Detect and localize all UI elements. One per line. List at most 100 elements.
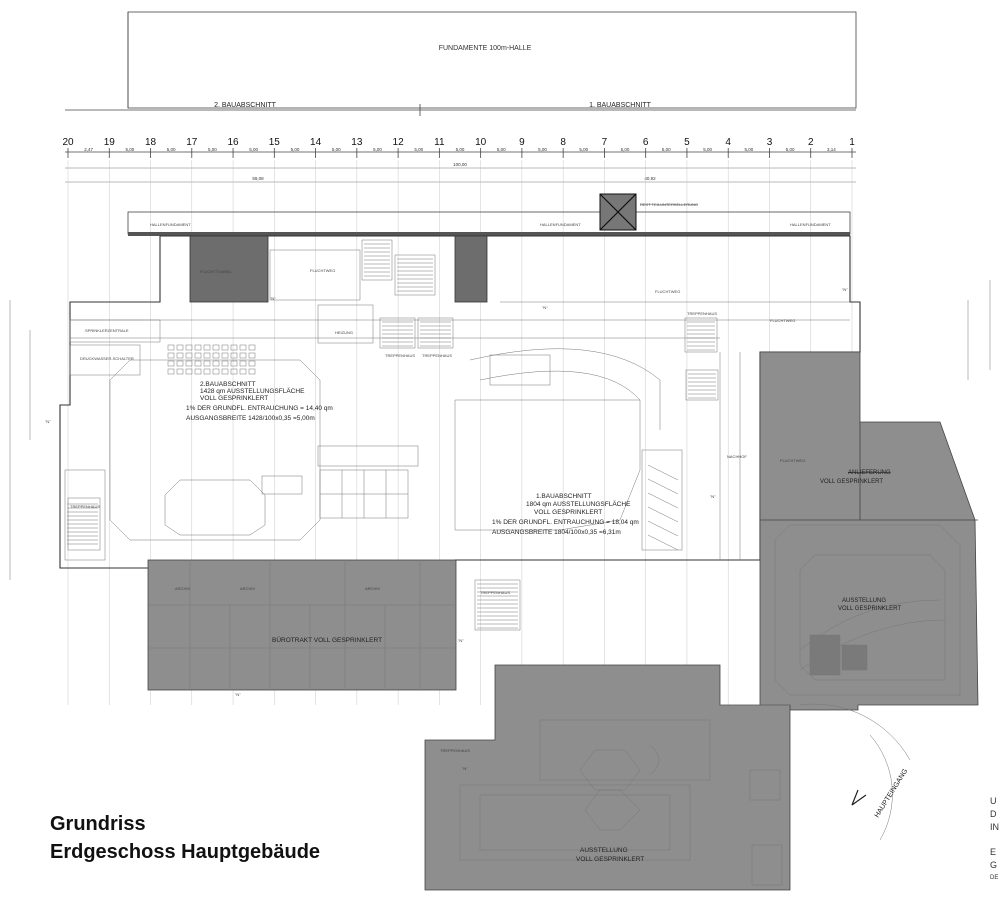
axis-label-15: 15 xyxy=(269,137,281,148)
ausstellung-bottom-label: AUSSTELLUNG xyxy=(580,847,628,854)
edge-note-4: E xyxy=(990,847,997,857)
axis-dim: 2,47 xyxy=(84,147,93,152)
phase2-line-2: 1428 qm AUSSTELLUNGSFLÄCHE xyxy=(200,387,305,395)
dim-total: 100,00 xyxy=(453,162,467,167)
edge-note-5: G xyxy=(990,860,998,870)
phase-1-label: 1. BAUABSCHNITT xyxy=(589,102,652,109)
axis-dim: 5,00 xyxy=(414,147,423,152)
axis-label-9: 9 xyxy=(519,137,525,148)
anlieferung-sprinkler: VOLL GESPRINKLERT xyxy=(820,479,883,485)
axis-label-14: 14 xyxy=(310,137,322,148)
treppenhaus-label-6: TREPPENHAUS xyxy=(440,748,470,753)
axis-label-16: 16 xyxy=(227,137,239,148)
axis-dim: 3,14 xyxy=(827,147,836,152)
axis-dim: 5,00 xyxy=(703,147,712,152)
edge-note-6: DE xyxy=(990,875,999,881)
fluchtweg-label-4: FLUCHTWEG xyxy=(780,458,805,463)
axis-dim: 5,00 xyxy=(126,147,135,152)
rest-teilunterkellerung-label: REST TEILUNTERKELLERUNG xyxy=(640,202,698,207)
office-wing xyxy=(147,559,457,691)
phase1-line-2: 1804 qm AUSSTELLUNGSFLÄCHE xyxy=(526,500,631,508)
hallenfundament-label-3: HALLENFUNDAMENT xyxy=(790,222,831,227)
axis-label-18: 18 xyxy=(145,137,157,148)
ausstellung-right-label: AUSSTELLUNG xyxy=(842,598,886,604)
druckwasser-label: DRUCKWASSER-SCHALTER xyxy=(80,356,134,361)
buerotrakt-label: BÜROTRAKT VOLL GESPRINKLERT xyxy=(272,636,382,644)
phase2-line-1: 2.BAUABSCHNITT xyxy=(200,381,256,388)
title-line-2: Erdgeschoss Hauptgebäude xyxy=(50,841,321,863)
treppenhaus-label-5: TREPPENHAUS xyxy=(480,590,510,595)
foundation-title: FUNDAMENTE 100m-HALLE xyxy=(439,45,532,52)
phase2-block: 2.BAUABSCHNITT 1428 qm AUSSTELLUNGSFLÄCH… xyxy=(186,381,333,422)
axis-label-17: 17 xyxy=(186,137,198,148)
axis-dim: 5,00 xyxy=(579,147,588,152)
phase1-block: 1.BAUABSCHNITT 1804 qm AUSSTELLUNGSFLÄCH… xyxy=(492,493,639,536)
dim-right: 40,92 xyxy=(644,176,656,181)
axis-dim: 5,00 xyxy=(373,147,382,152)
middle-stair xyxy=(474,579,521,631)
phase1-line-3: VOLL GESPRINKLERT xyxy=(534,509,602,516)
n-marker-7: "N" xyxy=(235,692,241,697)
axis-dim: 5,00 xyxy=(167,147,176,152)
axis-label-20: 20 xyxy=(62,137,74,148)
axis-dim: 5,00 xyxy=(208,147,217,152)
hallenfundament-strip xyxy=(127,211,851,235)
axis-dim: 5,00 xyxy=(744,147,753,152)
phase2-line-3: VOLL GESPRINKLERT xyxy=(200,395,268,402)
fluchtweg-label-2: FLUCHTWEG xyxy=(655,289,680,294)
axis-label-1: 1 xyxy=(849,137,855,148)
archiv-label-1: ARCHIV xyxy=(175,586,190,591)
axis-label-10: 10 xyxy=(475,137,487,148)
heizung-label: HEIZUNG xyxy=(335,330,353,335)
axis-dim: 5,00 xyxy=(497,147,506,152)
axis-label-6: 6 xyxy=(643,137,649,148)
axis-dim: 5,00 xyxy=(456,147,465,152)
phase1-line-1: 1.BAUABSCHNITT xyxy=(536,493,592,500)
fluchttunnel-label: FLUCHTTUNNEL xyxy=(200,269,233,274)
phase2-line-4: 1% DER GRUNDFL. ENTRAUCHUNG = 14,40 qm xyxy=(186,405,333,412)
phase1-line-4: 1% DER GRUNDFL. ENTRAUCHUNG = 18,04 qm xyxy=(492,519,639,526)
phase2-line-5: AUSGANGSBREITE 1428/100x0,35 =5,00m xyxy=(186,415,315,422)
axis-label-2: 2 xyxy=(808,137,814,148)
axis-dim: 5,00 xyxy=(621,147,630,152)
n-marker-4: "N" xyxy=(45,419,51,424)
dim-left: 59,08 xyxy=(252,176,264,181)
edge-note-1: U xyxy=(990,796,997,806)
axis-label-8: 8 xyxy=(560,137,566,148)
axis-row: 202,47195,00185,00175,00165,00155,00145,… xyxy=(62,137,855,158)
fluchtweg-label-3: FLUCHTWEG xyxy=(770,318,795,323)
axis-label-19: 19 xyxy=(104,137,116,148)
treppenhaus-label-1: TREPPENHAUS xyxy=(385,353,415,358)
axis-label-11: 11 xyxy=(434,137,445,148)
foundation-frame xyxy=(127,11,857,109)
edge-note-3: IN xyxy=(990,822,999,832)
n-marker-6: "N" xyxy=(458,638,464,643)
axis-dim: 5,00 xyxy=(249,147,258,152)
treppenhaus-label-4: TREPPENHAUS xyxy=(70,504,100,509)
sprinklerzentrale-label: SPRINKLERZENTRALE xyxy=(85,328,129,333)
axis-label-3: 3 xyxy=(767,137,773,148)
axis-dim: 5,00 xyxy=(332,147,341,152)
main-entrance: HAUPTEINGANG xyxy=(874,768,910,819)
phase-2-label: 2. BAUABSCHNITT xyxy=(214,102,277,109)
hallenfundament-label-1: HALLENFUNDAMENT xyxy=(150,222,191,227)
edge-note-2: D xyxy=(990,809,997,819)
n-marker-5: "N" xyxy=(710,494,716,499)
axis-dim: 5,00 xyxy=(786,147,795,152)
n-marker-2: "N" xyxy=(542,305,548,310)
treppenhaus-label-2: TREPPENHAUS xyxy=(422,353,452,358)
axis-dim: 5,00 xyxy=(291,147,300,152)
ausstellung-right-sprinkler: VOLL GESPRINKLERT xyxy=(838,606,901,612)
n-marker-3: "N" xyxy=(842,287,848,292)
axis-label-4: 4 xyxy=(725,137,731,148)
drawing-title: Grundriss Erdgeschoss Hauptgebäude xyxy=(50,810,320,866)
main-hall xyxy=(59,235,861,629)
delivery-zone xyxy=(759,351,979,711)
haupteingang-label: HAUPTEINGANG xyxy=(874,768,910,819)
axis-label-5: 5 xyxy=(684,137,690,148)
n-marker-8: "N" xyxy=(462,766,468,771)
bottom-exhibition xyxy=(424,664,791,891)
axis-dim: 5,00 xyxy=(662,147,671,152)
axis-label-7: 7 xyxy=(602,137,608,148)
edge-note: U D IN E G DE xyxy=(990,795,1000,885)
